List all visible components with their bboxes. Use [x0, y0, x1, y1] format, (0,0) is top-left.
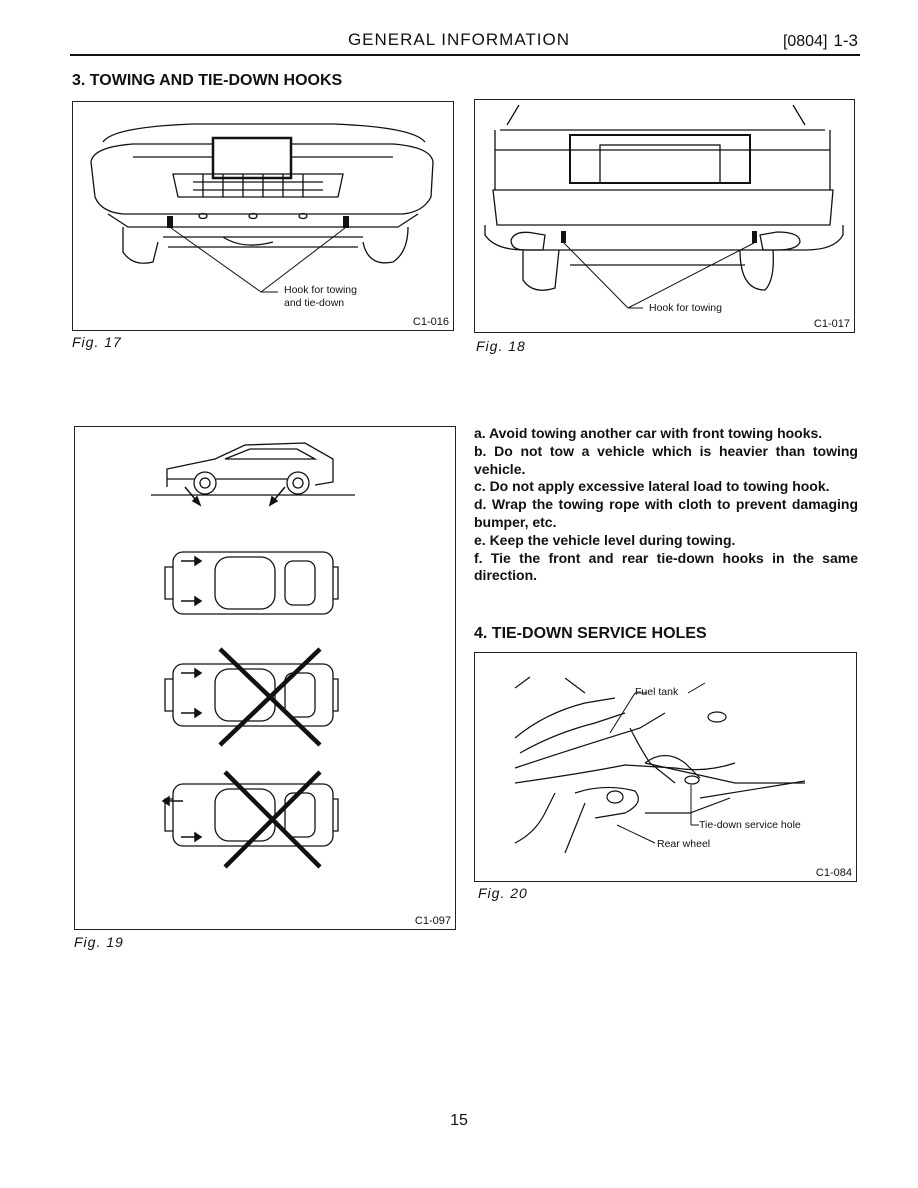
figure-18: Hook for towing C1-017 [474, 99, 855, 333]
tie-down-hole-label: Tie-down service hole [699, 819, 801, 831]
fig17-caption: Fig. 17 [72, 334, 122, 350]
fig18-code: C1-017 [813, 318, 850, 330]
page-header-code: [0804] 1-3 [783, 31, 858, 51]
fuel-tank-label: Fuel tank [635, 686, 679, 698]
fig18-caption: Fig. 18 [476, 338, 526, 354]
fig17-callout-line1: Hook for towing [284, 284, 357, 296]
manual-code: [0804] [782, 33, 828, 50]
fig20-caption: Fig. 20 [478, 885, 528, 901]
rear-wheel-label: Rear wheel [657, 838, 711, 850]
top-views [164, 551, 339, 847]
fig17-callout-line2: and tie-down [284, 297, 345, 309]
fig19-code: C1-097 [414, 915, 451, 927]
towing-direction-drawings [151, 442, 355, 869]
page-number: 15 [450, 1112, 468, 1129]
page-header-title: GENERAL INFORMATION [347, 30, 571, 49]
section-4-title: 4. TIE-DOWN SERVICE HOLES [474, 625, 707, 642]
rear-bumper-drawing [484, 104, 844, 309]
instruction-f: f. Tie the front and rear tie-down hooks… [474, 549, 858, 584]
figure-20: Fuel tank Tie-down service hole Rear whe… [474, 652, 857, 882]
fig18-callout: Hook for towing [649, 302, 722, 314]
instruction-e: e. Keep the vehicle level during towing. [474, 531, 736, 548]
front-bumper-drawing [90, 123, 434, 293]
section-3-title: 3. TOWING AND TIE-DOWN HOOKS [72, 72, 343, 89]
fig19-caption: Fig. 19 [74, 934, 124, 950]
tie-down-hole-drawing [514, 676, 806, 854]
fig20-code: C1-084 [815, 867, 852, 879]
towing-instructions: a. Avoid towing another car with front t… [474, 425, 858, 585]
section-number: 1-3 [833, 31, 858, 50]
instruction-d: d. Wrap the towing rope with cloth to pr… [474, 496, 858, 530]
header-rule [70, 54, 860, 56]
instruction-a: a. Avoid towing another car with front t… [474, 425, 823, 441]
prohibited-x-marks [218, 647, 322, 869]
instruction-c: c. Do not apply excessive lateral load t… [474, 478, 830, 495]
figure-19: C1-097 [74, 426, 456, 930]
instruction-b: b. Do not tow a vehicle which is heavier… [474, 442, 858, 477]
fig17-code: C1-016 [412, 316, 449, 328]
